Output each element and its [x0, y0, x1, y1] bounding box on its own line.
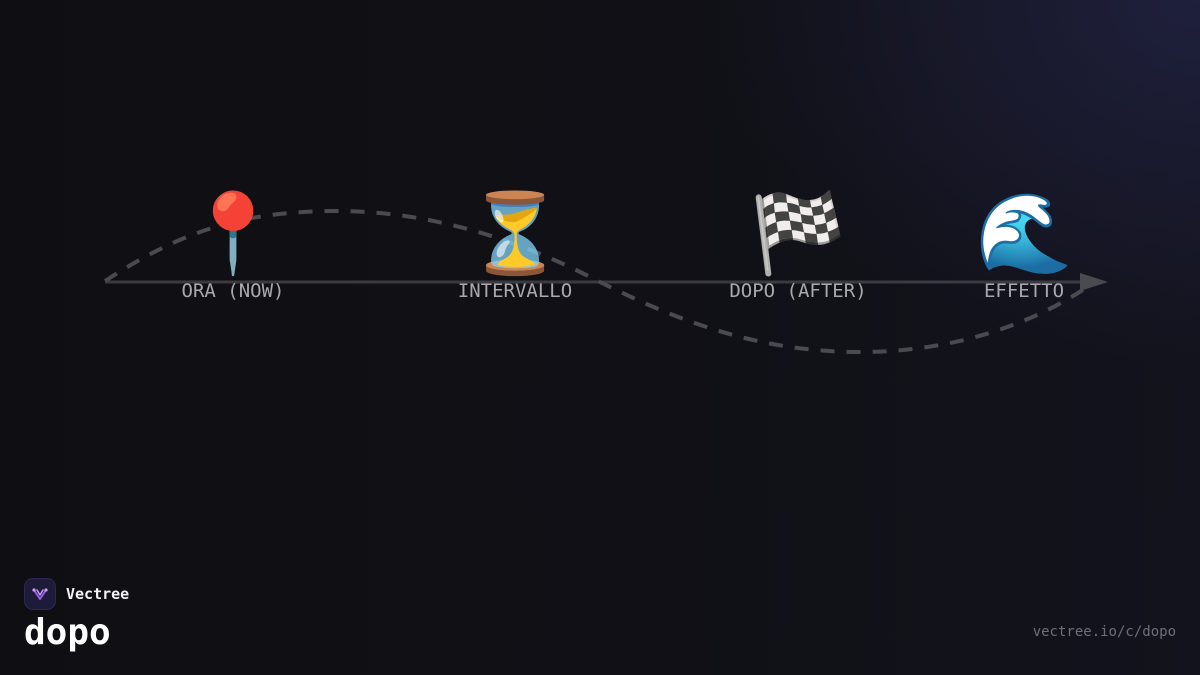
- brand-name[interactable]: Vectree: [66, 585, 130, 603]
- footer-url[interactable]: vectree.io/c/dopo: [1032, 624, 1176, 640]
- timeline-step-after: 🏁 DOPO (AFTER): [729, 189, 866, 302]
- hourglass-icon: ⏳: [466, 189, 563, 279]
- step-label-effect: EFFETTO: [984, 280, 1064, 302]
- timeline-arrowhead: [1080, 273, 1108, 291]
- step-label-now: ORA (NOW): [182, 280, 285, 302]
- timeline-step-now: 📍 ORA (NOW): [182, 189, 285, 302]
- chequered-flag-icon: 🏁: [749, 189, 846, 279]
- timeline-step-interval: ⏳ INTERVALLO: [458, 189, 572, 302]
- vectree-logo-icon[interactable]: [24, 578, 56, 610]
- step-label-interval: INTERVALLO: [458, 280, 572, 302]
- dashed-wave-path: [103, 208, 1092, 355]
- brand-block: Vectree dopo: [24, 577, 324, 657]
- water-wave-icon: 🌊: [975, 189, 1072, 279]
- brand-row: Vectree: [24, 577, 324, 611]
- step-label-after: DOPO (AFTER): [729, 280, 866, 302]
- timeline-step-effect: 🌊 EFFETTO: [975, 189, 1072, 302]
- page-title: dopo: [24, 612, 111, 653]
- vectree-logo-glyph: [32, 588, 48, 600]
- round-pushpin-icon: 📍: [184, 189, 281, 279]
